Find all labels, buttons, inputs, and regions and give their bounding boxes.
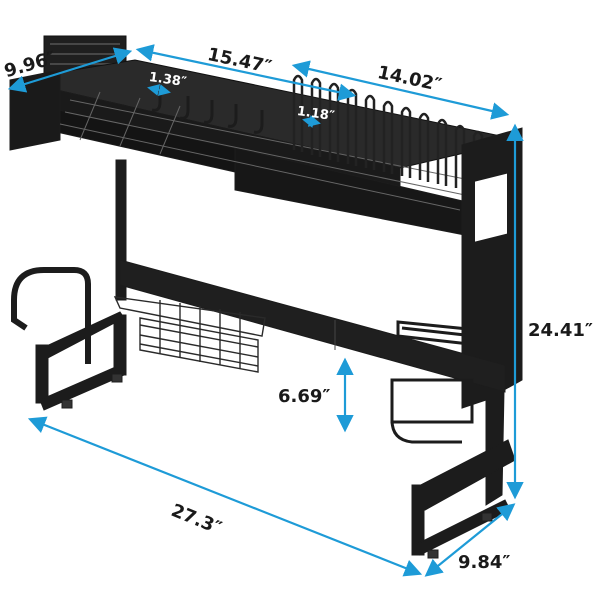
rack-frame xyxy=(9,35,523,559)
label-total-height: 24.41″ xyxy=(528,320,593,341)
label-base-depth: 9.84″ xyxy=(458,552,511,573)
arrow-plate-width xyxy=(291,60,510,120)
arrow-base-depth xyxy=(424,503,516,577)
label-basket-clearance: 6.69″ xyxy=(278,386,331,407)
arrow-hook-spacing xyxy=(147,84,171,96)
arrow-total-width xyxy=(27,416,423,577)
arrow-slot-spacing xyxy=(302,115,321,128)
dimension-arrows xyxy=(7,44,524,577)
arrow-top-depth xyxy=(7,47,133,93)
